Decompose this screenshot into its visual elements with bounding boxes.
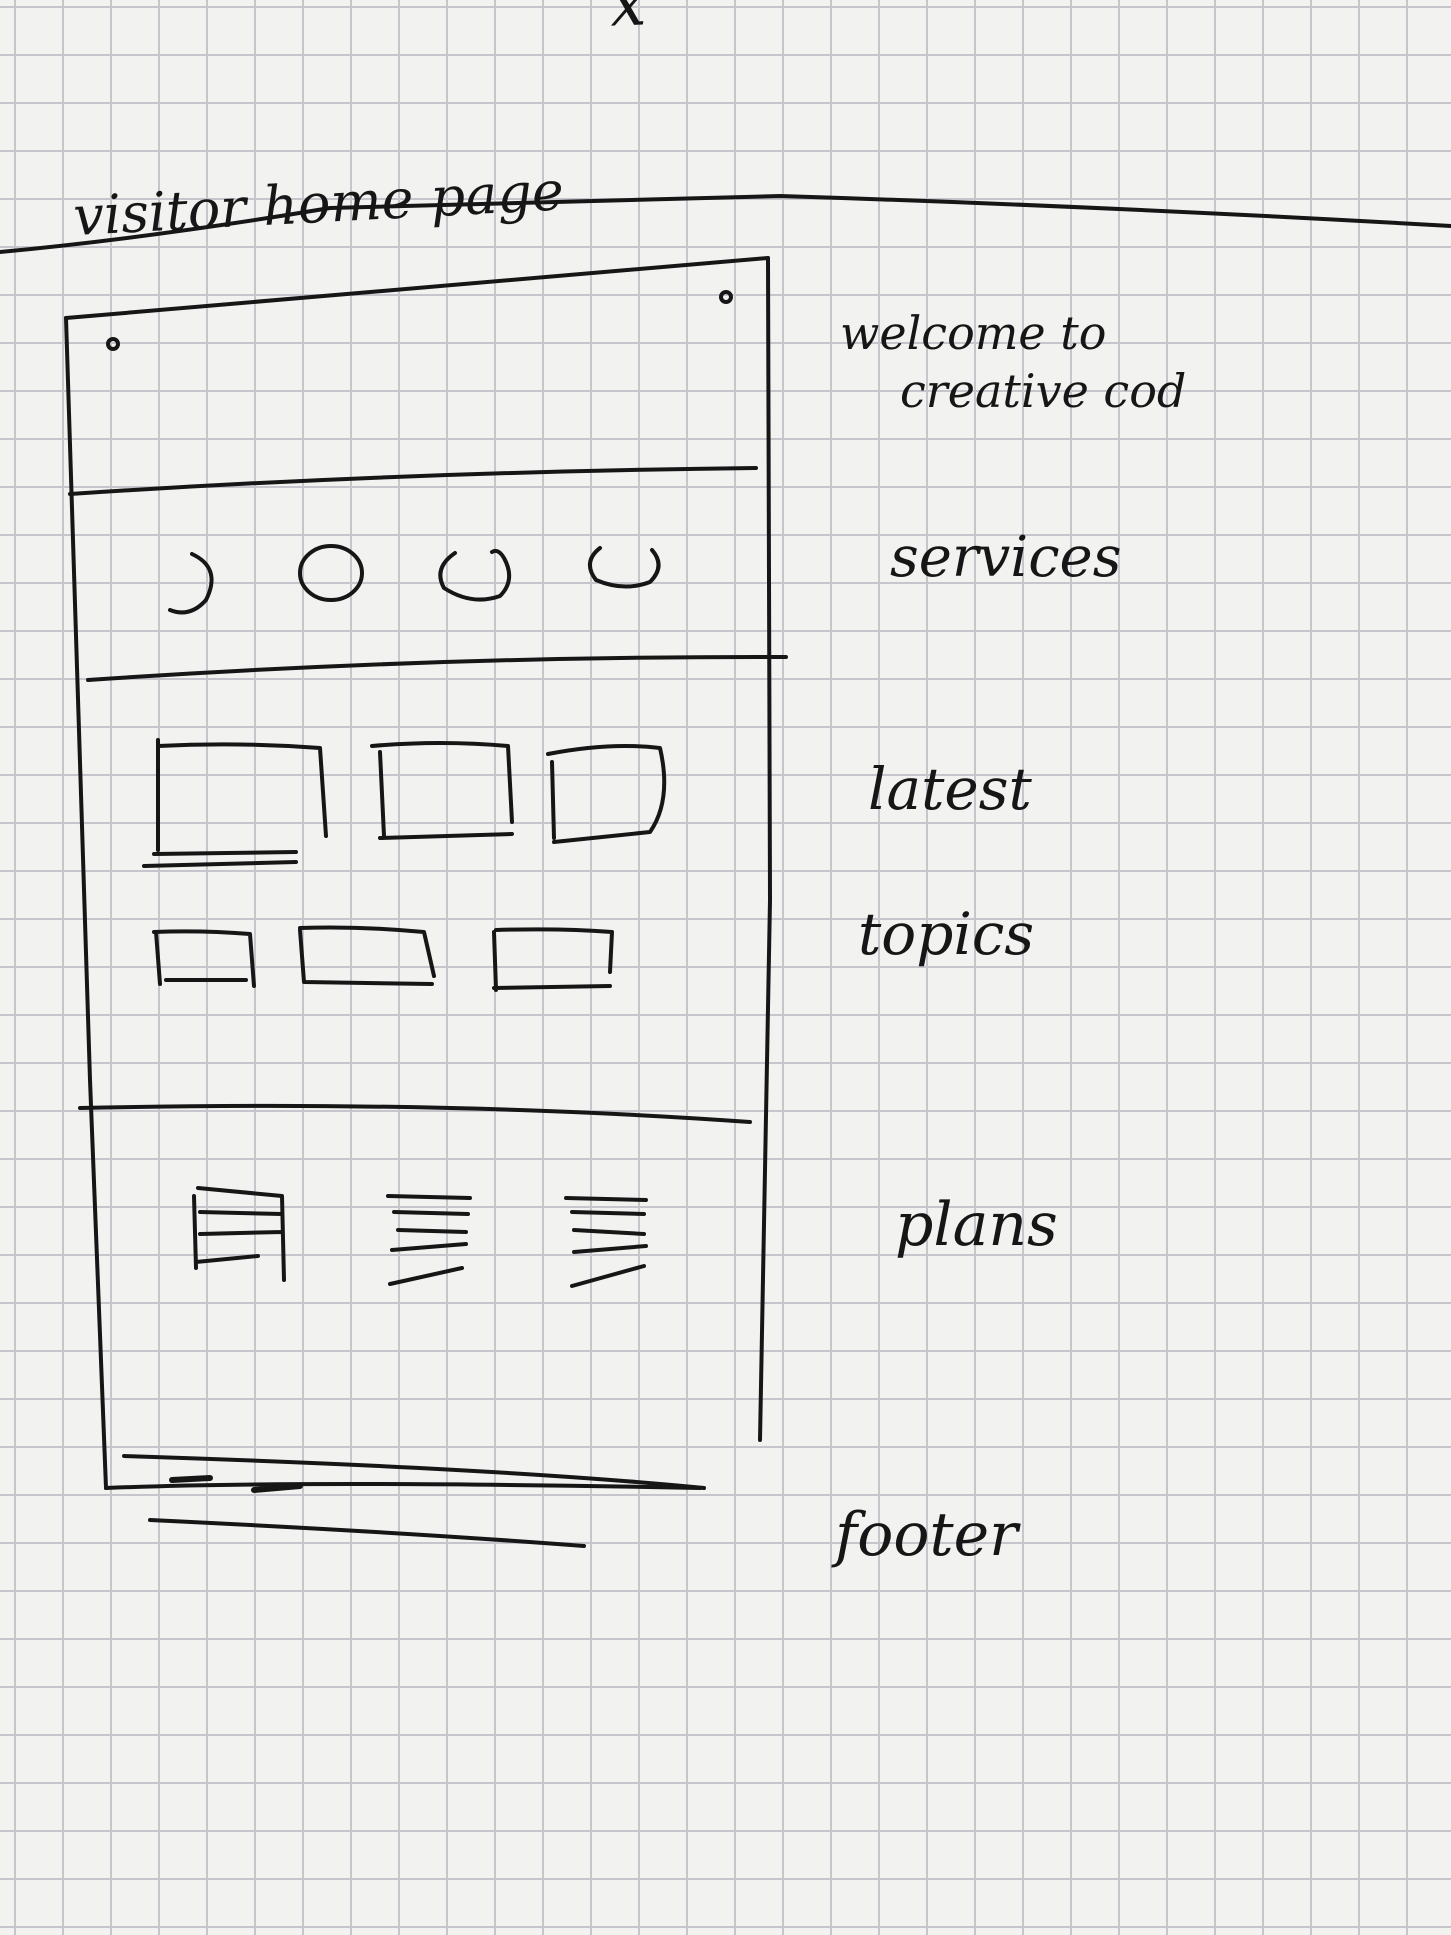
- footer-mark-2: [251, 1483, 303, 1493]
- divider-services: [86, 654, 788, 682]
- camera-dot-right: [719, 290, 733, 304]
- service-circle-3: [438, 548, 512, 602]
- service-circle-1: [168, 552, 214, 615]
- divider-topics: [78, 1103, 752, 1124]
- service-circle-2: [298, 544, 364, 602]
- label-footer: footer: [835, 1500, 1018, 1570]
- divider-welcome: [68, 466, 758, 496]
- divider-footer: [122, 1454, 706, 1490]
- topic-box-3: [492, 927, 614, 992]
- topic-box-1: [152, 929, 256, 988]
- latest-card-3: [546, 744, 667, 844]
- label-topics: topics: [858, 900, 1035, 968]
- footer-mark-1: [169, 1475, 213, 1483]
- top-scribble-text: x: [608, 0, 648, 42]
- plan-block-1: [192, 1186, 286, 1282]
- plans-blocks: [192, 1186, 648, 1288]
- topics-boxes: [152, 925, 614, 992]
- footer-bottom-line: [148, 1518, 586, 1548]
- label-latest: latest: [868, 755, 1032, 823]
- latest-cards: [142, 738, 667, 868]
- label-welcome-line-1: welcome to: [840, 306, 1107, 360]
- latest-card-2: [370, 741, 514, 840]
- phone-frame: [64, 256, 772, 1490]
- latest-card-1: [142, 738, 328, 868]
- services-icons: [168, 544, 661, 615]
- footer-marks: [169, 1475, 303, 1493]
- label-welcome: welcome to creative cod: [840, 305, 1260, 420]
- label-welcome-line-2: creative cod: [900, 363, 1187, 418]
- topic-box-2: [298, 925, 436, 986]
- camera-dot-left: [106, 337, 120, 351]
- label-plans: plans: [895, 1190, 1058, 1260]
- service-circle-4: [588, 546, 661, 589]
- page-header-rule: [0, 194, 1451, 254]
- label-services: services: [890, 525, 1122, 590]
- plan-block-2: [386, 1194, 472, 1286]
- plan-block-3: [564, 1196, 648, 1288]
